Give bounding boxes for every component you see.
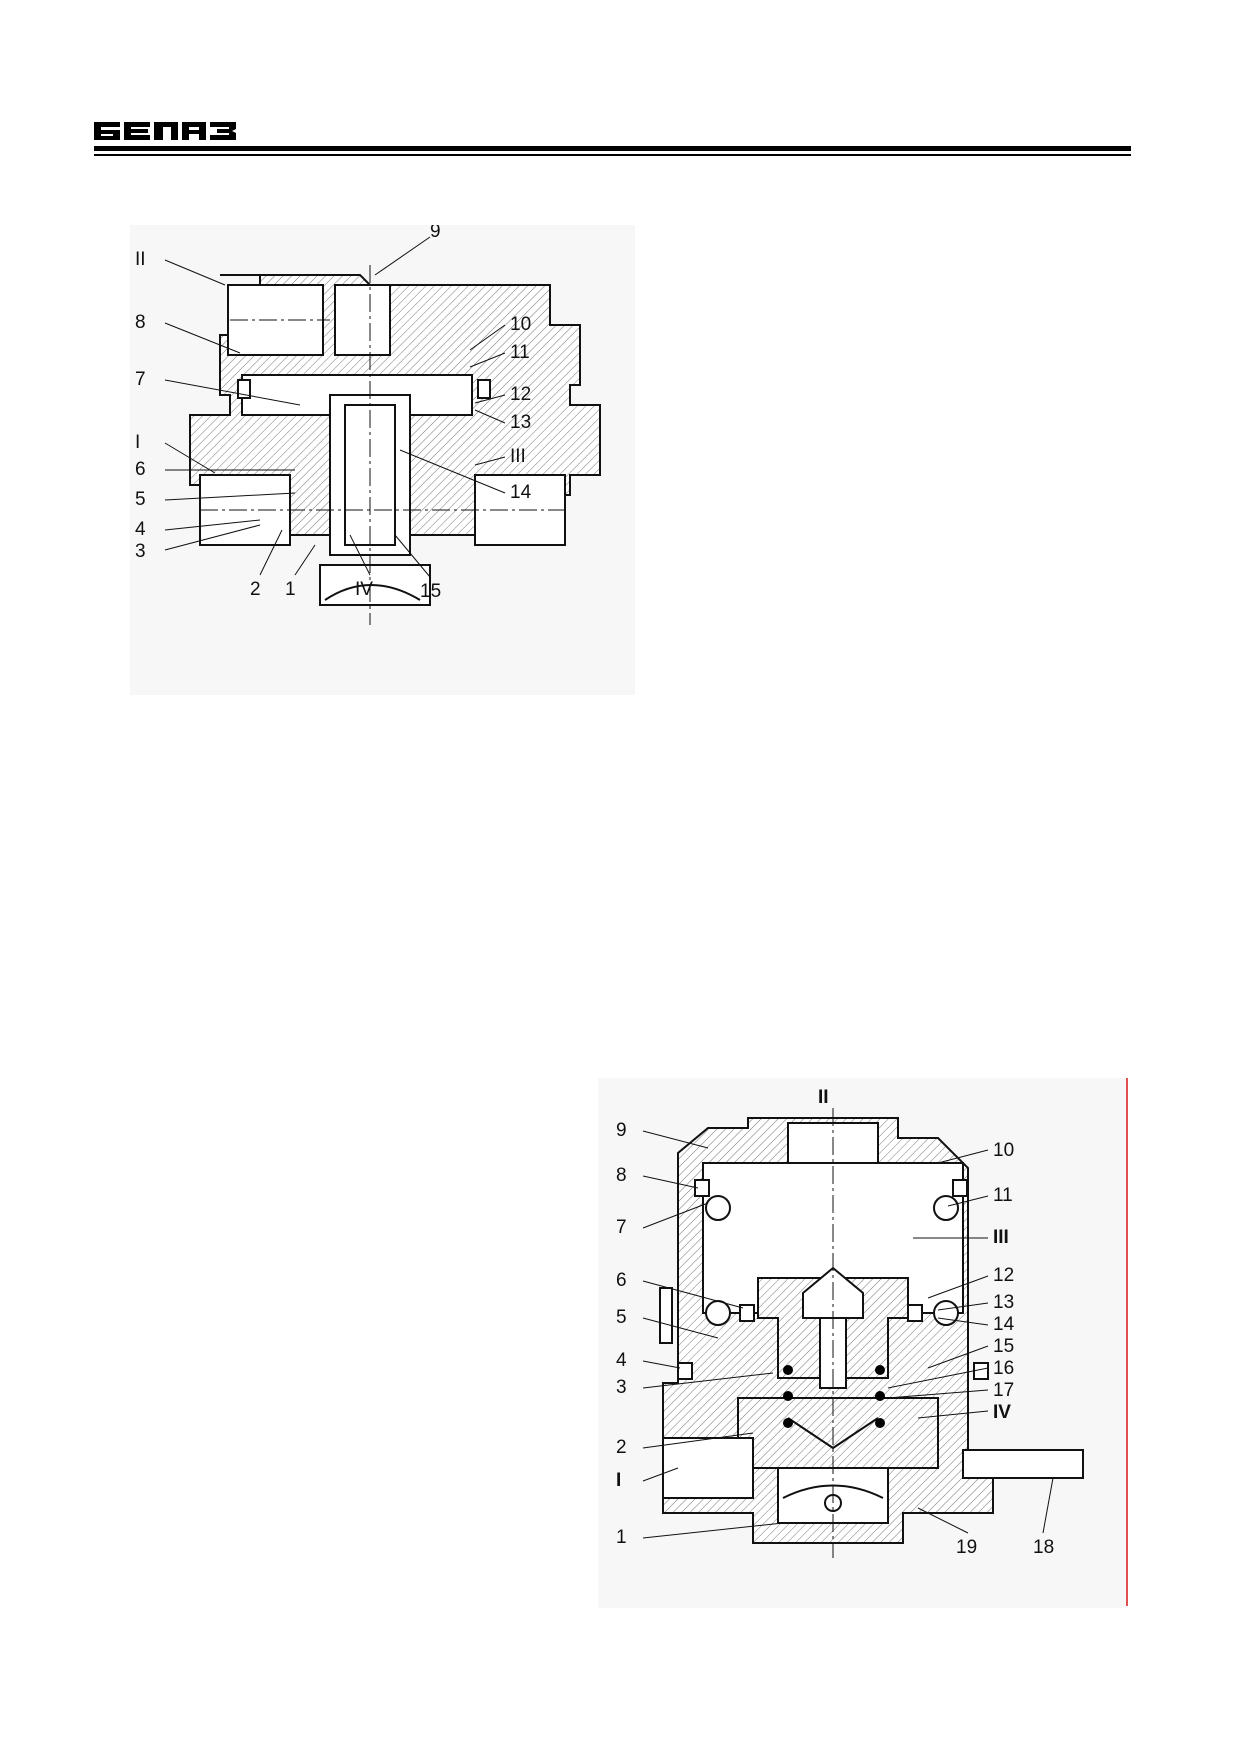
header-rule-thick (94, 146, 1131, 151)
f2-label-19: 19 (956, 1537, 977, 1558)
f2-label-3: 3 (616, 1377, 627, 1398)
f1-label-13: 13 (510, 412, 531, 433)
f1-label-3: 3 (135, 541, 146, 562)
f2-label-15: 15 (993, 1336, 1014, 1357)
f1-label-7: 7 (135, 369, 146, 390)
f2-label-18: 18 (1033, 1537, 1054, 1558)
f2-label-5: 5 (616, 1307, 627, 1328)
f2-label-6: 6 (616, 1270, 627, 1291)
f2-label-12: 12 (993, 1265, 1014, 1286)
f1-label-I: I (135, 432, 140, 453)
f1-label-9: 9 (430, 225, 441, 242)
header-rule-thin (94, 154, 1131, 156)
f1-label-6: 6 (135, 459, 146, 480)
f2-label-II: II (818, 1087, 829, 1108)
f2-label-9: 9 (616, 1120, 627, 1141)
f2-label-10: 10 (993, 1140, 1014, 1161)
f2-label-1: 1 (616, 1527, 627, 1548)
f1-label-15: 15 (420, 581, 441, 602)
f2-label-I: I (616, 1470, 621, 1491)
f1-label-5: 5 (135, 489, 146, 510)
f2-label-4: 4 (616, 1350, 627, 1371)
f1-label-11: 11 (510, 342, 530, 363)
f1-label-IV: IV (355, 579, 373, 600)
f2-label-14: 14 (993, 1314, 1015, 1335)
f1-label-III: III (510, 446, 526, 467)
figure-1-valve-section: II 8 7 I 6 5 4 3 9 10 11 12 13 III 14 2 … (130, 225, 635, 695)
f1-label-2: 2 (250, 579, 261, 600)
f2-label-7: 7 (616, 1217, 627, 1238)
f2-label-III: III (993, 1227, 1009, 1248)
f1-label-4: 4 (135, 519, 146, 540)
f2-label-11: 11 (993, 1185, 1013, 1206)
belaz-logo (94, 122, 236, 140)
margin-marker-line (1126, 1078, 1128, 1606)
f1-label-1: 1 (285, 579, 296, 600)
f1-label-8: 8 (135, 312, 146, 333)
f1-label-12: 12 (510, 384, 531, 405)
figure-2-valve-section: II 9 8 7 6 5 4 3 2 I 1 10 11 III 12 13 1… (598, 1078, 1126, 1608)
f2-label-16: 16 (993, 1358, 1014, 1379)
f2-label-2: 2 (616, 1437, 627, 1458)
f1-label-10: 10 (510, 314, 531, 335)
f1-label-II: II (135, 249, 146, 270)
f2-label-IV: IV (993, 1402, 1011, 1423)
f2-label-8: 8 (616, 1165, 627, 1186)
f1-label-14: 14 (510, 482, 532, 503)
f2-label-17: 17 (993, 1380, 1014, 1401)
f2-label-13: 13 (993, 1292, 1014, 1313)
